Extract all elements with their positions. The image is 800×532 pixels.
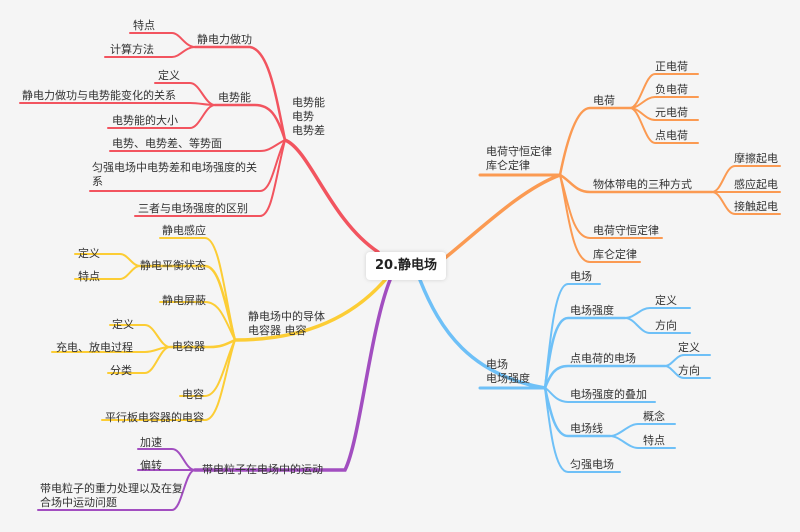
node-coulomb[interactable]: 库仑定律 (593, 248, 637, 261)
node-charge[interactable]: 电荷 (593, 94, 615, 107)
node-work-feature[interactable]: 特点 (133, 19, 155, 32)
node-particle-motion[interactable]: 带电粒子在电场中的运动 (202, 463, 323, 476)
node-cap-definition[interactable]: 定义 (112, 318, 134, 331)
node-lines-concept[interactable]: 概念 (643, 410, 665, 423)
node-acceleration[interactable]: 加速 (140, 436, 162, 449)
node-cap-charging[interactable]: 充电、放电过程 (56, 341, 133, 354)
node-field-lines[interactable]: 电场线 (570, 422, 603, 435)
node-negative-charge[interactable]: 负电荷 (655, 83, 688, 96)
node-pe-definition[interactable]: 定义 (158, 69, 180, 82)
node-field-strength[interactable]: 电场强度 (570, 304, 614, 317)
orange-branch-lines (438, 73, 781, 264)
root-node[interactable]: 20.静电场 (366, 252, 446, 280)
node-conservation[interactable]: 电荷守恒定律 (593, 224, 659, 237)
node-capacitor[interactable]: 电容器 (172, 340, 205, 353)
node-contact-charging[interactable]: 接触起电 (734, 200, 778, 213)
node-positive-charge[interactable]: 正电荷 (655, 60, 688, 73)
node-difference[interactable]: 三者与电场强度的区别 (138, 202, 248, 215)
node-elementary-charge[interactable]: 元电荷 (655, 106, 688, 119)
node-gravity-compound[interactable]: 带电粒子的重力处理以及在复合场中运动问题 (40, 482, 183, 509)
node-potential[interactable]: 电势能电势电势差 (292, 96, 325, 137)
node-superposition[interactable]: 电场强度的叠加 (570, 388, 647, 401)
node-induction-charging[interactable]: 感应起电 (734, 178, 778, 191)
node-eq-feature[interactable]: 特点 (78, 270, 100, 283)
yellow-branch-lines (51, 237, 387, 421)
node-capacitance[interactable]: 电容 (182, 388, 204, 401)
purple-branch-lines (37, 278, 392, 511)
node-conductor[interactable]: 静电场中的导体电容器 电容 (248, 310, 325, 337)
node-lines-feature[interactable]: 特点 (643, 434, 665, 447)
node-equipotential[interactable]: 电势、电势差、等势面 (112, 137, 222, 150)
node-electric-field[interactable]: 电场电场强度 (486, 358, 530, 385)
node-work-method[interactable]: 计算方法 (110, 43, 154, 56)
node-charging-methods[interactable]: 物体带电的三种方式 (593, 178, 692, 191)
blue-branch-lines (418, 278, 711, 473)
node-electric-work[interactable]: 静电力做功 (197, 33, 252, 46)
node-shielding[interactable]: 静电屏蔽 (162, 294, 206, 307)
node-uniform-field[interactable]: 匀强电场 (570, 458, 614, 471)
node-uniform-relation[interactable]: 匀强电场中电势差和电场强度的关系 (92, 161, 257, 188)
node-charge-laws[interactable]: 电荷守恒定律库仑定律 (486, 145, 552, 172)
node-friction-charging[interactable]: 摩擦起电 (734, 152, 778, 165)
node-strength-definition[interactable]: 定义 (655, 294, 677, 307)
node-cap-types[interactable]: 分类 (110, 364, 132, 377)
node-point-definition[interactable]: 定义 (678, 341, 700, 354)
node-equilibrium[interactable]: 静电平衡状态 (140, 259, 206, 272)
node-point-direction[interactable]: 方向 (678, 364, 700, 377)
node-potential-energy[interactable]: 电势能 (218, 91, 251, 104)
node-field[interactable]: 电场 (570, 270, 592, 283)
node-eq-definition[interactable]: 定义 (78, 247, 100, 260)
red-branch-lines (19, 32, 380, 254)
node-parallel-plate[interactable]: 平行板电容器的电容 (105, 411, 204, 424)
node-deflection[interactable]: 偏转 (140, 459, 162, 472)
node-strength-direction[interactable]: 方向 (655, 319, 677, 332)
node-pe-magnitude[interactable]: 电势能的大小 (112, 114, 178, 127)
node-point-field[interactable]: 点电荷的电场 (570, 352, 636, 365)
node-pe-relation[interactable]: 静电力做功与电势能变化的关系 (22, 89, 176, 102)
node-induction[interactable]: 静电感应 (162, 224, 206, 237)
node-point-charge[interactable]: 点电荷 (655, 129, 688, 142)
